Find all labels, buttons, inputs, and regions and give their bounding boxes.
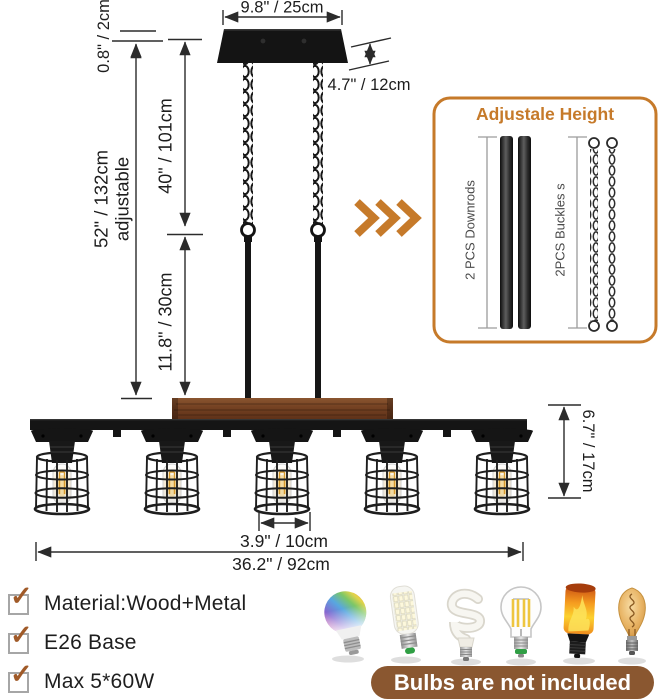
hanging-chain-left	[240, 60, 256, 242]
feature-wattage: ✓ Max 5*60W	[8, 660, 246, 694]
checkbox-icon: ✓	[8, 621, 33, 654]
dim-canopy-width: 9.8" / 25cm	[222, 0, 343, 25]
dim-shade-height: 6.7" / 17cm	[548, 404, 597, 499]
inset-title: Adjustale Height	[476, 104, 614, 124]
dim-canopy-depth-label: 4.7" / 12cm	[328, 76, 411, 94]
feature-wattage-label: Max 5*60W	[44, 670, 155, 693]
dim-chain-drop: 40" / 101cm	[155, 38, 203, 236]
dim-shade-width: 3.9" / 10cm	[240, 512, 328, 551]
dim-canopy-thickness-label: 0.8" / 2cm	[95, 0, 113, 73]
dim-canopy-depth: 4.7" / 12cm	[328, 37, 411, 94]
checkmark-icon: ✓	[10, 619, 33, 650]
dim-rod-drop-label: 11.8" / 30cm	[155, 272, 175, 371]
bulbs-not-included-badge: Bulbs are not included	[371, 666, 654, 699]
dim-fixture-width: 36.2" / 92cm	[35, 542, 524, 574]
cage-light-4	[359, 427, 425, 516]
dim-rod-drop: 11.8" / 30cm	[155, 236, 191, 396]
cage-light-1	[29, 427, 95, 516]
dim-fixture-width-label: 36.2" / 92cm	[232, 554, 330, 574]
downrod-left	[245, 240, 251, 398]
buckle-chains-image	[588, 137, 618, 332]
cage-light-5	[469, 427, 535, 516]
dim-total-drop-note: adjustable	[111, 157, 132, 241]
feature-base-label: E26 Base	[44, 631, 137, 654]
checkmark-icon: ✓	[10, 658, 33, 689]
dim-canopy-width-label: 9.8" / 25cm	[241, 0, 324, 17]
checkbox-icon: ✓	[8, 660, 33, 693]
edison-amber-bulb-image	[618, 587, 646, 665]
inset-buckles-label: 2PCS Buckles s	[553, 183, 568, 277]
chevrons-right-icon	[354, 199, 422, 237]
hanging-chain-right	[310, 60, 326, 242]
dim-chain-drop-label: 40" / 101cm	[155, 98, 175, 193]
adjustable-height-inset: Adjustale Height 2 PCS Downrods 2PCS Buc…	[432, 96, 658, 344]
cage-light-2	[139, 427, 205, 516]
feature-list: ✓ Material:Wood+Metal ✓ E26 Base ✓ Max 5…	[8, 582, 247, 700]
feature-material-label: Material:Wood+Metal	[44, 592, 247, 615]
dim-canopy-thickness: 0.8" / 2cm	[95, 0, 163, 73]
ceiling-canopy-plate	[217, 29, 348, 63]
checkmark-icon: ✓	[10, 580, 33, 611]
checkbox-icon: ✓	[8, 582, 33, 615]
smart-rgb-bulb-image	[324, 591, 367, 663]
filament-led-bulb-image	[500, 586, 542, 666]
spiral-cfl-bulb-image	[446, 588, 486, 666]
downrod-right	[315, 240, 321, 398]
inset-downrods-label: 2 PCS Downrods	[463, 180, 478, 280]
dim-total-drop-label: 52" / 132cm	[90, 150, 111, 248]
dim-total-drop: 52" / 132cm adjustable	[90, 44, 152, 400]
dimension-diagram: 9.8" / 25cm 0.8" / 2cm 4.7" / 12cm 52" /…	[29, 0, 658, 574]
dim-shade-height-label: 6.7" / 17cm	[579, 410, 597, 493]
dim-shade-width-label: 3.9" / 10cm	[240, 531, 328, 551]
flame-effect-bulb-image	[563, 583, 596, 665]
downrods-image	[500, 136, 531, 329]
feature-material: ✓ Material:Wood+Metal	[8, 582, 247, 616]
feature-base: ✓ E26 Base	[8, 621, 246, 655]
fixture-bar	[30, 419, 527, 437]
wood-beam	[172, 398, 393, 419]
cage-light-3	[249, 427, 315, 516]
corn-led-bulb-image	[389, 585, 421, 664]
